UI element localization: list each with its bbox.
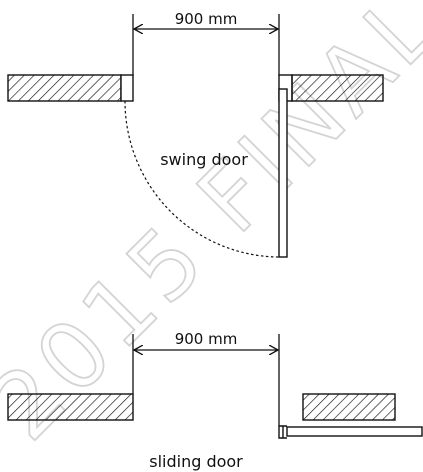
swing-dimension: 900 mm	[132, 10, 280, 76]
swing-door-stop-left	[120, 74, 134, 102]
watermark-text: 2015 FINAL DR	[0, 0, 423, 461]
swing-wall-left	[7, 74, 122, 102]
sliding-dimension-label: 900 mm	[175, 330, 238, 348]
sliding-wall-left	[7, 393, 134, 421]
sliding-wall-right	[302, 393, 396, 421]
sliding-dimension: 900 mm	[132, 330, 280, 426]
swing-arc	[124, 100, 282, 258]
sliding-door-panel	[286, 426, 423, 437]
swing-dimension-label: 900 mm	[175, 10, 238, 28]
sliding-door-label: sliding door	[149, 452, 243, 471]
swing-door-section: 900 mm swing door	[7, 10, 384, 258]
sliding-door-section: 900 mm sliding door	[7, 330, 423, 471]
swing-door-label: swing door	[160, 150, 248, 169]
swing-door-leaf	[278, 88, 288, 258]
swing-wall-right	[291, 74, 384, 102]
